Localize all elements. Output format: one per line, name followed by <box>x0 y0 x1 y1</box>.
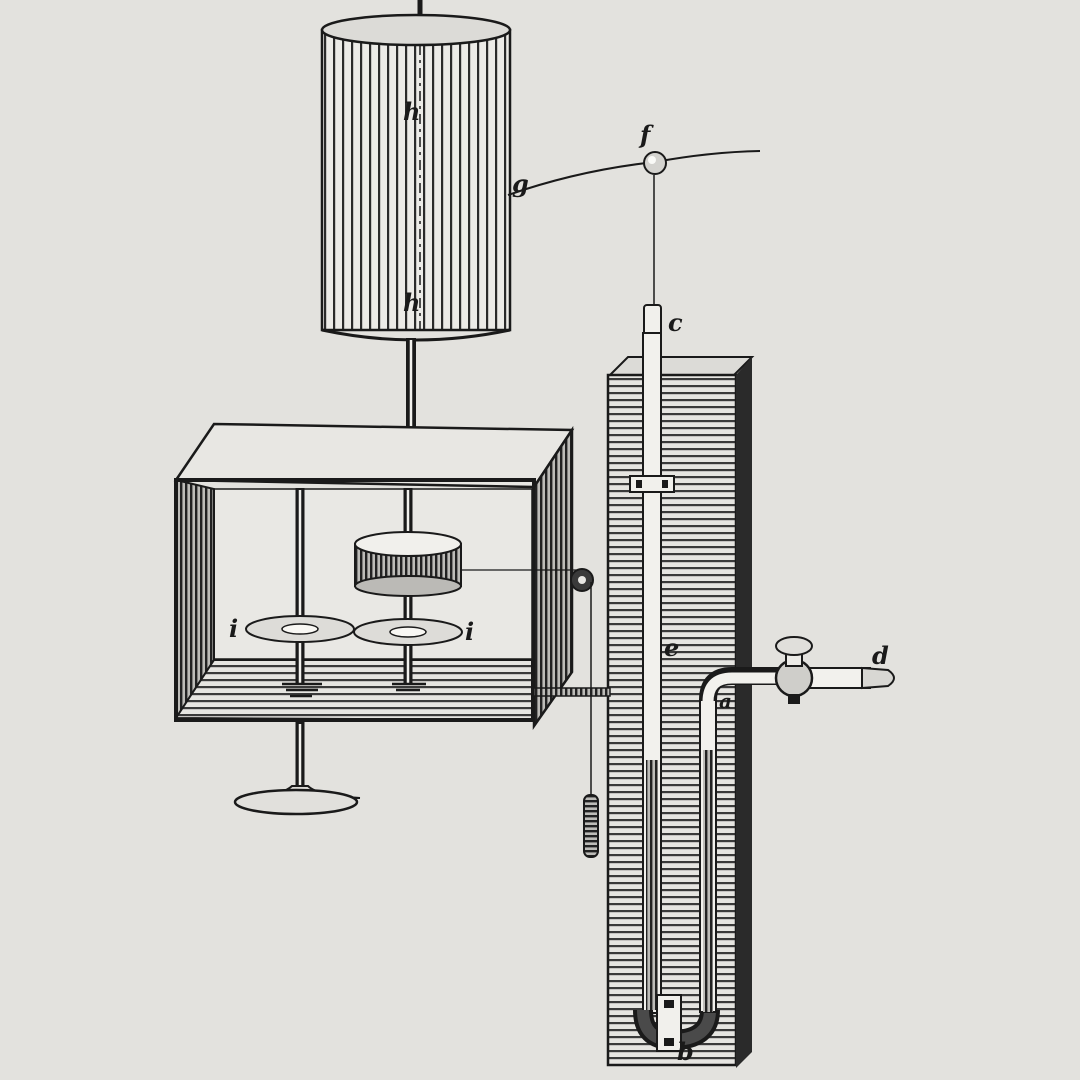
box-right-side <box>532 425 574 730</box>
drum-top-face <box>320 13 512 47</box>
stand-foot <box>233 722 361 816</box>
stopcock-d <box>774 636 895 704</box>
label-h-lower: h <box>403 288 420 317</box>
label-b: b <box>677 1037 694 1066</box>
float-rod-cap <box>643 304 662 336</box>
stylus-arm <box>507 150 761 196</box>
letter-labels: h h g f c e d a b i i <box>229 97 889 1066</box>
clockwork-box <box>173 422 611 858</box>
stopcock-handle <box>775 636 813 656</box>
box-top-face <box>173 422 575 489</box>
label-d: d <box>872 641 889 670</box>
label-e: e <box>664 633 679 662</box>
nozzle-tip <box>861 666 895 690</box>
mercury-right <box>703 750 713 1012</box>
label-f: f <box>638 120 654 149</box>
board-top-face <box>607 356 755 376</box>
label-a: a <box>719 689 732 713</box>
stylus-assembly <box>507 150 761 336</box>
label-c: c <box>668 308 683 337</box>
drum-body <box>320 28 512 332</box>
board-side <box>736 357 752 1068</box>
recording-drum <box>320 0 512 455</box>
label-h-upper: h <box>403 97 420 126</box>
hanging-weight <box>583 794 599 858</box>
box-bracket <box>533 687 611 697</box>
mercury-left <box>646 760 658 1010</box>
box-floor <box>174 659 533 722</box>
label-g: g <box>512 169 529 198</box>
label-i-right: i <box>465 617 474 646</box>
u-tube-manometer <box>629 332 780 1052</box>
label-i-left: i <box>229 614 238 643</box>
pulley-f <box>643 151 667 175</box>
